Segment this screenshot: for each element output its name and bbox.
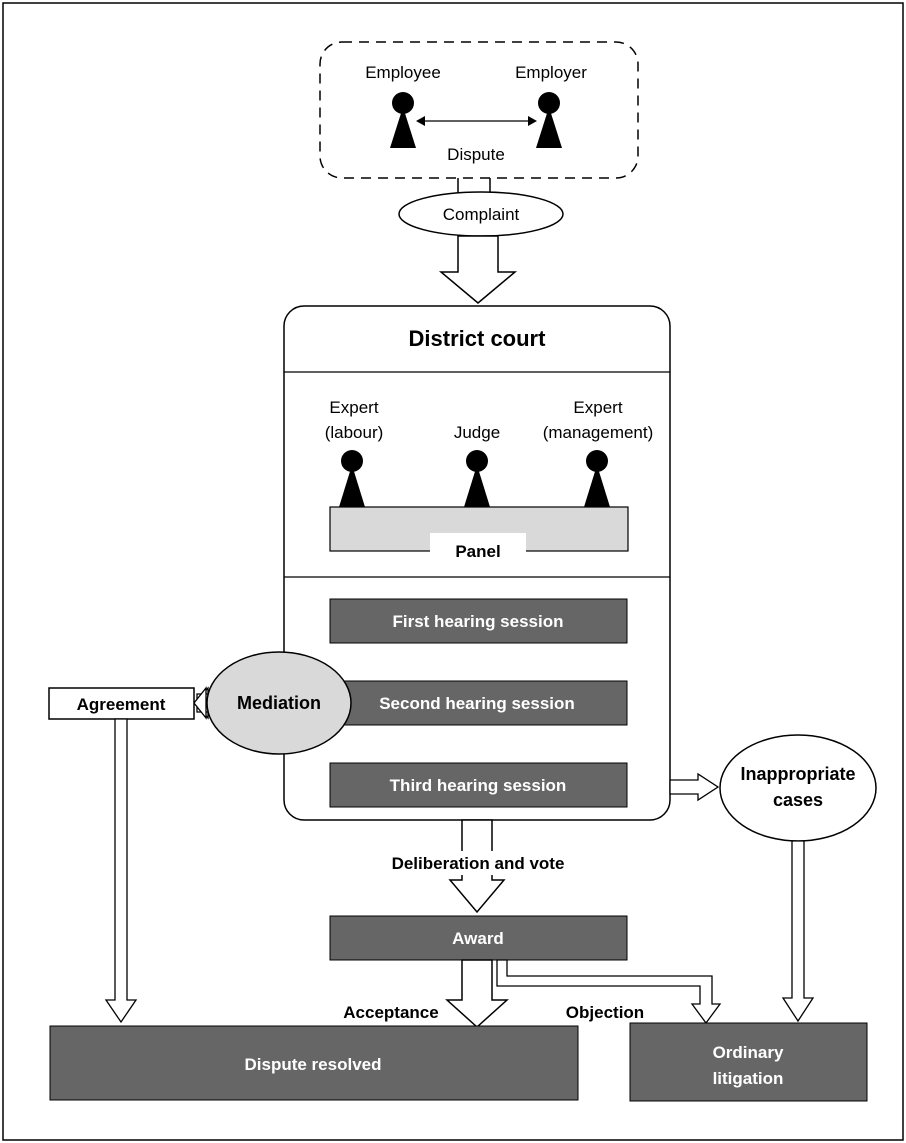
award-box bbox=[329, 915, 628, 961]
judge-label: Judge bbox=[454, 423, 500, 442]
employee-person-icon bbox=[390, 92, 416, 148]
ordinary-litigation-label-line1: Ordinary bbox=[713, 1043, 784, 1062]
first-hearing-session-box bbox=[329, 598, 628, 644]
expert-management-label-line2: (management) bbox=[543, 423, 654, 442]
inappropriate-cases-label-line2: cases bbox=[773, 790, 823, 810]
ordinary-litigation-box bbox=[629, 1022, 868, 1102]
expert-labour-label-line2: (labour) bbox=[325, 423, 384, 442]
court-to-inappropriate-arrow bbox=[669, 772, 720, 802]
acceptance-label: Acceptance bbox=[343, 1003, 438, 1022]
district-court-title: District court bbox=[409, 326, 547, 351]
dispute-resolved-label: Dispute resolved bbox=[245, 1055, 382, 1074]
dispute-double-arrow bbox=[416, 116, 537, 126]
award-label: Award bbox=[452, 929, 504, 948]
parties-dashed-box bbox=[319, 41, 639, 179]
second-hearing-session-label: Second hearing session bbox=[379, 694, 575, 713]
second-hearing-session-box bbox=[329, 680, 628, 726]
expert-management-person-icon bbox=[584, 450, 610, 507]
dispute-resolved-box bbox=[49, 1025, 579, 1101]
agreement-label: Agreement bbox=[77, 695, 166, 714]
award-to-resolved-arrow bbox=[445, 959, 509, 1029]
third-hearing-session-label: Third hearing session bbox=[390, 776, 567, 795]
inappropriate-cases-label-line1: Inappropriate bbox=[740, 764, 855, 784]
deliberation-label-background bbox=[376, 851, 580, 875]
deliberation-and-vote-label: Deliberation and vote bbox=[392, 854, 565, 873]
objection-label: Objection bbox=[566, 1003, 644, 1022]
expert-labour-person-icon bbox=[339, 450, 365, 507]
mediation-label: Mediation bbox=[237, 693, 321, 713]
inappropriate-to-litigation-arrow bbox=[781, 840, 815, 1023]
mediation-arrow-head bbox=[193, 686, 207, 720]
dispute-label: Dispute bbox=[447, 145, 505, 164]
mediation-ellipse bbox=[206, 651, 352, 755]
panel-label: Panel bbox=[455, 542, 500, 561]
expert-labour-label-line1: Expert bbox=[329, 398, 378, 417]
third-hearing-session-box bbox=[329, 762, 628, 808]
panel-label-background bbox=[430, 533, 526, 565]
complaint-label: Complaint bbox=[443, 205, 520, 224]
employer-label: Employer bbox=[515, 63, 587, 82]
award-to-litigation-arrow bbox=[496, 959, 722, 1025]
employee-label: Employee bbox=[365, 63, 441, 82]
ordinary-litigation-label-line2: litigation bbox=[713, 1069, 784, 1088]
agreement-to-resolved-arrow bbox=[104, 718, 138, 1024]
complaint-to-court-arrow bbox=[438, 235, 518, 304]
first-hearing-session-label: First hearing session bbox=[393, 612, 564, 631]
expert-management-label-line1: Expert bbox=[573, 398, 622, 417]
agreement-box bbox=[48, 687, 195, 720]
judge-person-icon bbox=[464, 450, 490, 507]
employer-person-icon bbox=[536, 92, 562, 148]
inappropriate-cases-ellipse bbox=[719, 734, 877, 842]
